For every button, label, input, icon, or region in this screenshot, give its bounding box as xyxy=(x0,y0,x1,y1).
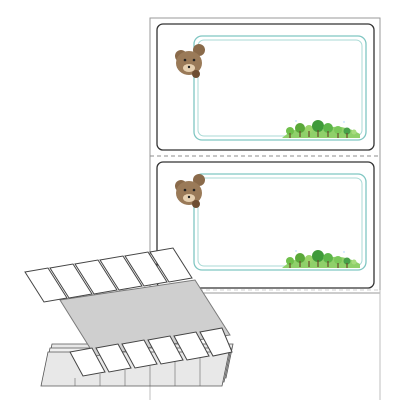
trees-icon xyxy=(282,250,360,268)
label-2 xyxy=(156,161,375,289)
label-2-frame-inner xyxy=(197,177,363,267)
fanfold-stack xyxy=(24,247,234,387)
stack-edges xyxy=(74,358,201,386)
label-2-frame-outer xyxy=(193,173,367,271)
label-1-frame-outer xyxy=(193,35,367,141)
label-1-frame-inner xyxy=(197,39,363,137)
label-1 xyxy=(156,23,375,151)
bear-icon xyxy=(175,174,205,208)
front-stack-labels xyxy=(69,327,233,377)
trees-icon xyxy=(282,120,360,138)
top-fold-labels xyxy=(24,247,193,303)
bear-icon xyxy=(175,44,205,78)
label-1-outline xyxy=(156,23,375,151)
label-2-outline xyxy=(156,161,375,289)
